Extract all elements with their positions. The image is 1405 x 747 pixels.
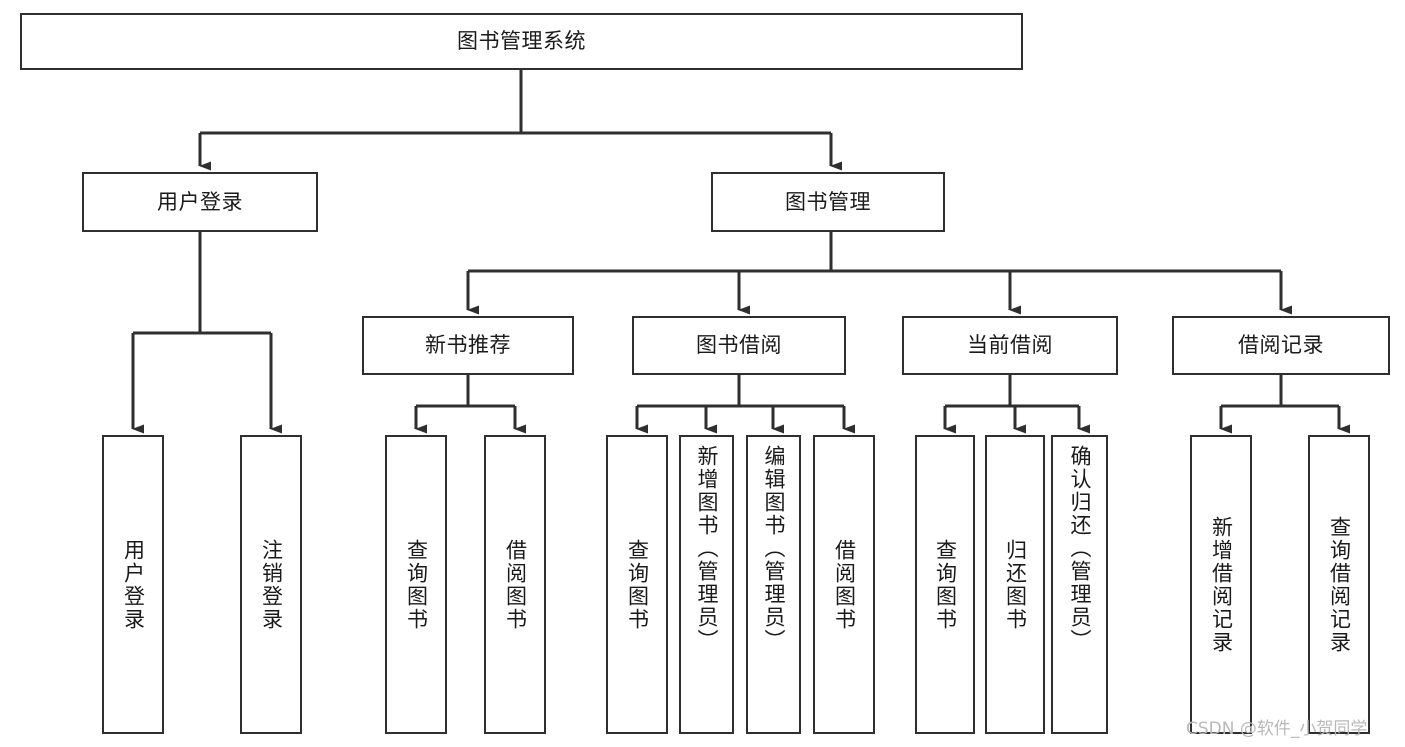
node-user-login-module[interactable]: 用户登录 bbox=[82, 172, 318, 232]
node-root-label: 图书管理系统 bbox=[457, 29, 586, 54]
node-leaf-borrow-query-book-label: 查询图书 bbox=[625, 538, 650, 631]
node-borrow-record-label: 借阅记录 bbox=[1238, 333, 1324, 358]
node-leaf-edit-book-admin[interactable]: 编辑图书（管理员） bbox=[746, 435, 801, 734]
node-leaf-borrow-book-label: 借阅图书 bbox=[832, 538, 857, 631]
node-leaf-confirm-return-admin[interactable]: 确认归还（管理员） bbox=[1051, 435, 1108, 734]
node-leaf-new-borrow-book-label: 借阅图书 bbox=[503, 538, 528, 631]
watermark-text: CSDN @软件_小贺同学 bbox=[1186, 719, 1368, 739]
node-leaf-new-borrow-book[interactable]: 借阅图书 bbox=[484, 435, 546, 734]
node-leaf-user-logout-label: 注销登录 bbox=[259, 538, 284, 631]
node-user-login-module-label: 用户登录 bbox=[157, 189, 243, 214]
node-leaf-borrow-query-book[interactable]: 查询图书 bbox=[606, 435, 668, 734]
node-new-book-recommend-label: 新书推荐 bbox=[425, 333, 511, 358]
node-leaf-query-borrow-record[interactable]: 查询借阅记录 bbox=[1308, 435, 1370, 734]
node-book-management-module-label: 图书管理 bbox=[785, 189, 871, 214]
node-leaf-return-book[interactable]: 归还图书 bbox=[985, 435, 1045, 734]
node-leaf-edit-book-admin-label: 编辑图书（管理员） bbox=[762, 445, 786, 652]
node-current-borrow-label: 当前借阅 bbox=[967, 333, 1053, 358]
node-borrow-record[interactable]: 借阅记录 bbox=[1172, 316, 1390, 375]
node-leaf-add-book-admin[interactable]: 新增图书（管理员） bbox=[679, 435, 734, 734]
node-leaf-new-query-book-label: 查询图书 bbox=[404, 538, 429, 631]
node-leaf-new-query-book[interactable]: 查询图书 bbox=[385, 435, 447, 734]
node-leaf-user-login-label: 用户登录 bbox=[121, 538, 146, 631]
node-root[interactable]: 图书管理系统 bbox=[20, 13, 1023, 70]
node-book-management-module[interactable]: 图书管理 bbox=[711, 172, 945, 232]
node-leaf-current-query-book[interactable]: 查询图书 bbox=[915, 435, 975, 734]
node-leaf-add-borrow-record-label: 新增借阅记录 bbox=[1209, 515, 1234, 654]
node-leaf-borrow-book[interactable]: 借阅图书 bbox=[813, 435, 875, 734]
node-leaf-add-book-admin-label: 新增图书（管理员） bbox=[695, 445, 719, 652]
node-leaf-current-query-book-label: 查询图书 bbox=[933, 538, 958, 631]
node-current-borrow[interactable]: 当前借阅 bbox=[902, 316, 1118, 375]
node-leaf-user-login[interactable]: 用户登录 bbox=[102, 435, 164, 734]
node-leaf-add-borrow-record[interactable]: 新增借阅记录 bbox=[1190, 435, 1252, 734]
node-book-borrow-label: 图书借阅 bbox=[696, 333, 782, 358]
node-leaf-return-book-label: 归还图书 bbox=[1003, 538, 1028, 631]
node-leaf-user-logout[interactable]: 注销登录 bbox=[240, 435, 302, 734]
node-new-book-recommend[interactable]: 新书推荐 bbox=[362, 316, 574, 375]
node-leaf-confirm-return-admin-label: 确认归还（管理员） bbox=[1068, 445, 1092, 652]
node-leaf-query-borrow-record-label: 查询借阅记录 bbox=[1327, 515, 1352, 654]
node-book-borrow[interactable]: 图书借阅 bbox=[632, 316, 846, 375]
